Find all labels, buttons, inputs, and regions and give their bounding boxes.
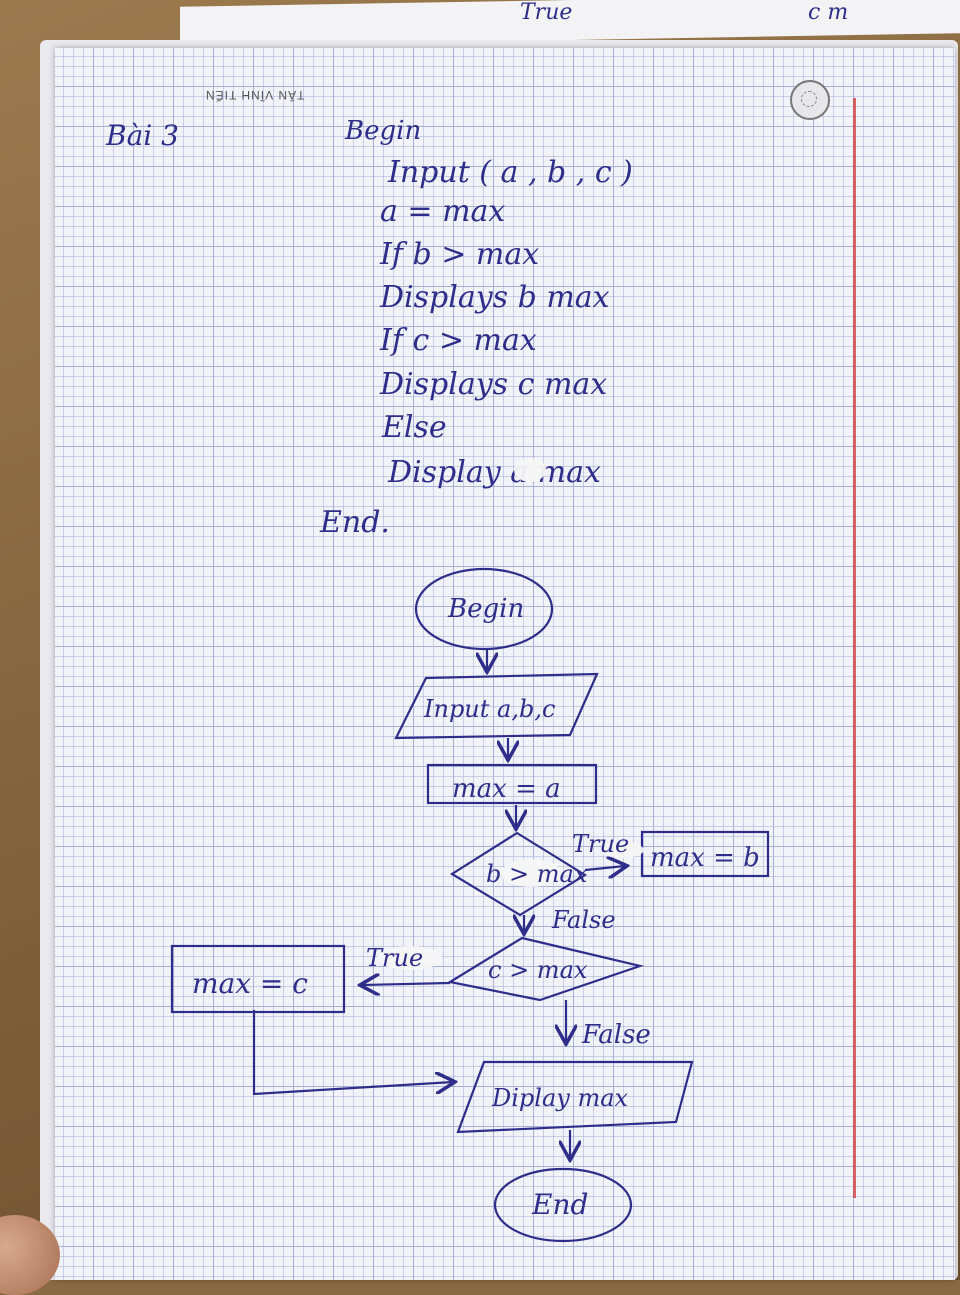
assign-label: max = a xyxy=(452,774,561,804)
decision2-diamond xyxy=(447,936,644,1002)
false1-label: False xyxy=(551,906,616,934)
pseudo-line-10: End. xyxy=(320,505,390,540)
brand-logo-icon xyxy=(790,80,830,120)
input-parallelogram xyxy=(394,672,599,740)
scrap-text-true: True xyxy=(520,0,573,25)
box-b-label: max = b xyxy=(650,843,760,873)
whiteout-blot xyxy=(514,458,546,482)
arrow-true1 xyxy=(584,866,625,870)
pseudo-line-3: a = max xyxy=(380,194,506,229)
red-margin-line xyxy=(853,98,856,1198)
pseudo-line-1: Begin xyxy=(345,116,422,146)
decision2-label: c > max xyxy=(488,956,588,984)
box-c xyxy=(170,944,346,1014)
exercise-title: Bài 3 xyxy=(106,119,179,152)
output-label: Diplay max xyxy=(491,1084,629,1112)
pseudo-line-6: If c > max xyxy=(380,323,537,358)
begin-label: Begin xyxy=(447,594,524,624)
pseudo-line-8: Else xyxy=(382,410,447,445)
input-label: Input a,b,c xyxy=(423,695,555,723)
end-label: End xyxy=(531,1188,588,1221)
true2-label: True xyxy=(366,944,423,972)
assign-box xyxy=(426,763,598,805)
box-b xyxy=(640,830,770,878)
pseudo-line-4: If b > max xyxy=(380,237,540,272)
box-c-label: max = c xyxy=(192,967,308,1000)
whiteout-blot xyxy=(378,946,442,970)
false2-label: False xyxy=(581,1020,651,1050)
pseudo-line-5: Displays b max xyxy=(380,280,610,315)
pseudo-line-9: Display a max xyxy=(388,455,601,490)
true1-label: True xyxy=(572,830,629,858)
begin-terminator xyxy=(414,567,554,651)
output-parallelogram xyxy=(456,1060,694,1134)
decision1-label: b > max xyxy=(486,860,588,888)
whiteout-blot xyxy=(600,842,644,858)
arrow-true2 xyxy=(362,983,451,985)
notebook-page: TÂN VĨNH TIẾN xyxy=(55,48,955,1280)
pseudo-line-2: Input ( a , b , c ) xyxy=(388,155,633,190)
pseudo-line-7: Displays c max xyxy=(380,367,608,402)
scrap-text-cm: c m xyxy=(808,0,849,25)
whiteout-blot xyxy=(501,859,561,887)
end-terminator xyxy=(493,1167,633,1243)
connector-c-output xyxy=(252,1010,453,1096)
